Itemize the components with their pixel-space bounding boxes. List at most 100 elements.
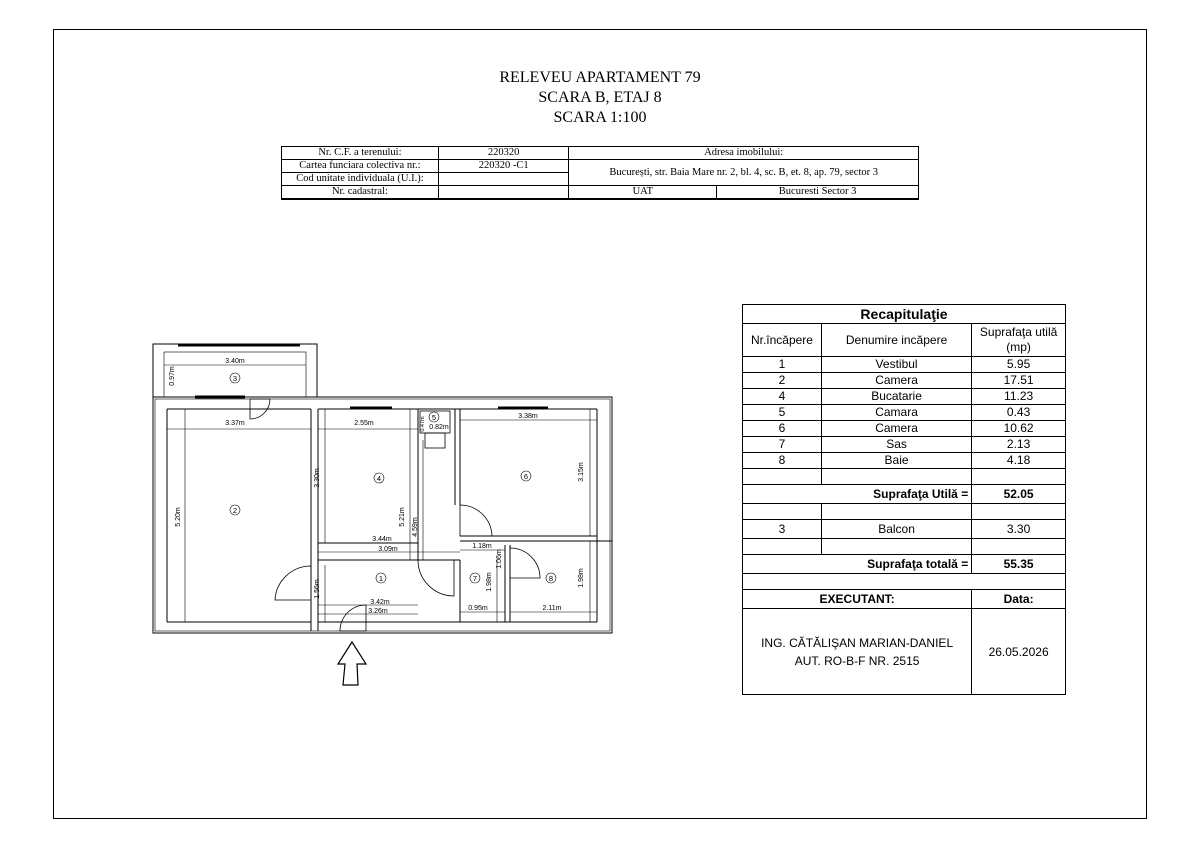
entrance-door-arc bbox=[339, 604, 367, 632]
dim-label: 5.21m bbox=[399, 507, 406, 527]
cadastral-number-label: Nr. cadastral: bbox=[281, 185, 439, 200]
room-area: 5.95 bbox=[971, 356, 1066, 373]
dim-label: 0.47m bbox=[420, 416, 426, 432]
room-marker-circle bbox=[428, 411, 440, 423]
uat-value: Bucuresti Sector 3 bbox=[716, 185, 919, 200]
title-line-stair-floor: SCARA B, ETAJ 8 bbox=[538, 89, 662, 106]
dim-label: 3.40m bbox=[225, 358, 245, 365]
room-number: 5 bbox=[432, 413, 436, 422]
room-number: 4 bbox=[377, 474, 381, 483]
title-block: RELEVEU APARTAMENT 79 SCARA B, ETAJ 8 SC… bbox=[400, 68, 800, 128]
room-marker-circle bbox=[229, 372, 241, 384]
outer-wall bbox=[152, 396, 613, 634]
total-area-value: 55.35 bbox=[971, 554, 1066, 574]
room-name: Baie bbox=[820, 452, 973, 469]
room-marker-circle bbox=[545, 572, 557, 584]
room-nr: 4 bbox=[742, 388, 822, 405]
room-area: 10.62 bbox=[971, 420, 1066, 437]
dim-label: 2.55m bbox=[354, 420, 374, 427]
room-number: 7 bbox=[473, 574, 477, 583]
door-arc bbox=[509, 547, 541, 579]
col-header-name: Denumire incăpere bbox=[820, 323, 973, 357]
executant-label: EXECUTANT: bbox=[741, 589, 973, 609]
balcony-area: 3.30 bbox=[971, 519, 1066, 539]
pantry-door bbox=[424, 432, 446, 449]
room-area: 0.43 bbox=[971, 404, 1066, 421]
room-nr: 1 bbox=[742, 356, 822, 373]
uat-label: UAT bbox=[568, 185, 718, 200]
cf-collective-value: 220320 -C1 bbox=[437, 159, 570, 173]
dim-label: 3.26m bbox=[368, 608, 388, 615]
useful-area-row: Suprafaţa Utilă = 52.05 bbox=[741, 484, 1066, 504]
floor-plan: 3.40m 0.97m 3.37m 5.20m 2.55m 3.30m 0.82… bbox=[152, 343, 613, 686]
dim-label: 1.98m bbox=[486, 572, 493, 592]
room-marker-circle bbox=[229, 504, 241, 516]
cf-label: Nr. C.F. a terenului: bbox=[281, 146, 439, 160]
dim-label: 5.20m bbox=[175, 507, 182, 527]
room-number: 6 bbox=[524, 472, 528, 481]
dim-label: 1.06m bbox=[496, 549, 503, 569]
title-line-scale: SCARA 1:100 bbox=[553, 109, 647, 126]
room-area: 2.13 bbox=[971, 436, 1066, 453]
room-name: Vestibul bbox=[820, 356, 973, 373]
door-arc bbox=[274, 565, 312, 601]
room-nr: 7 bbox=[742, 436, 822, 453]
empty-row bbox=[742, 573, 1066, 590]
table-row: 3 Balcon 3.30 bbox=[742, 519, 1066, 539]
room-marker-circle bbox=[373, 472, 385, 484]
room-nr: 6 bbox=[742, 420, 822, 437]
dim-label: 4.59m bbox=[412, 517, 419, 537]
drawing-sheet-frame bbox=[53, 29, 1147, 819]
unit-code-label: Cod unitate individuala (U.I.): bbox=[281, 172, 439, 186]
dim-label: 3.15m bbox=[578, 462, 585, 482]
room-marker-circle bbox=[520, 470, 532, 482]
room-name: Bucatarie bbox=[820, 388, 973, 405]
title-line-apartment: RELEVEU APARTAMENT 79 bbox=[499, 69, 701, 86]
room-nr: 8 bbox=[742, 452, 822, 469]
dim-label: 2.11m bbox=[543, 605, 562, 612]
room-name: Camara bbox=[820, 404, 973, 421]
total-area-label: Suprafaţa totală = bbox=[741, 554, 973, 574]
useful-area-label: Suprafaţa Utilă = bbox=[741, 484, 973, 504]
room-number: 1 bbox=[379, 574, 383, 583]
dim-label: 3.09m bbox=[378, 546, 398, 553]
room-area: 17.51 bbox=[971, 372, 1066, 389]
room-name: Sas bbox=[820, 436, 973, 453]
empty-row bbox=[742, 468, 1066, 485]
dim-label: 3.30m bbox=[314, 468, 321, 488]
address-value: București, str. Baia Mare nr. 2, bl. 4, … bbox=[568, 159, 919, 186]
balcony-nr: 3 bbox=[742, 519, 822, 539]
address-label: Adresa imobilului: bbox=[568, 146, 919, 160]
col-header-area: Suprafaţa utilă (mp) bbox=[971, 323, 1066, 357]
unit-code-value bbox=[437, 172, 570, 186]
room-number: 2 bbox=[233, 506, 237, 515]
room-name: Camera bbox=[820, 372, 973, 389]
cf-collective-label: Cartea funciara colectiva nr.: bbox=[281, 159, 439, 173]
room-marker-circle bbox=[469, 572, 481, 584]
room-name: Camera bbox=[820, 420, 973, 437]
executant-line2: AUT. RO-B-F NR. 2515 bbox=[794, 653, 920, 668]
entrance-arrow-icon bbox=[336, 640, 368, 686]
dim-label: 0.95m bbox=[468, 605, 488, 612]
col-header-nr: Nr.încăpere bbox=[742, 323, 822, 357]
empty-row bbox=[742, 538, 1066, 555]
executant-name: ING. CĂTĂLIŞAN MARIAN-DANIEL AUT. RO-B-F… bbox=[741, 608, 973, 695]
dim-label: 1.18m bbox=[472, 543, 492, 550]
door-arc bbox=[417, 559, 455, 597]
room-nr: 5 bbox=[742, 404, 822, 421]
door-arc bbox=[459, 504, 493, 537]
outer-wall-inner bbox=[154, 398, 611, 632]
room-area: 4.18 bbox=[971, 452, 1066, 469]
balcony-name: Balcon bbox=[820, 519, 973, 539]
dim-label: 0.97m bbox=[169, 366, 176, 386]
door-arc bbox=[249, 398, 271, 420]
recap-table: Recapitulaţie Nr.încăpere Denumire incăp… bbox=[741, 304, 1066, 695]
dim-label: 3.37m bbox=[225, 420, 245, 427]
